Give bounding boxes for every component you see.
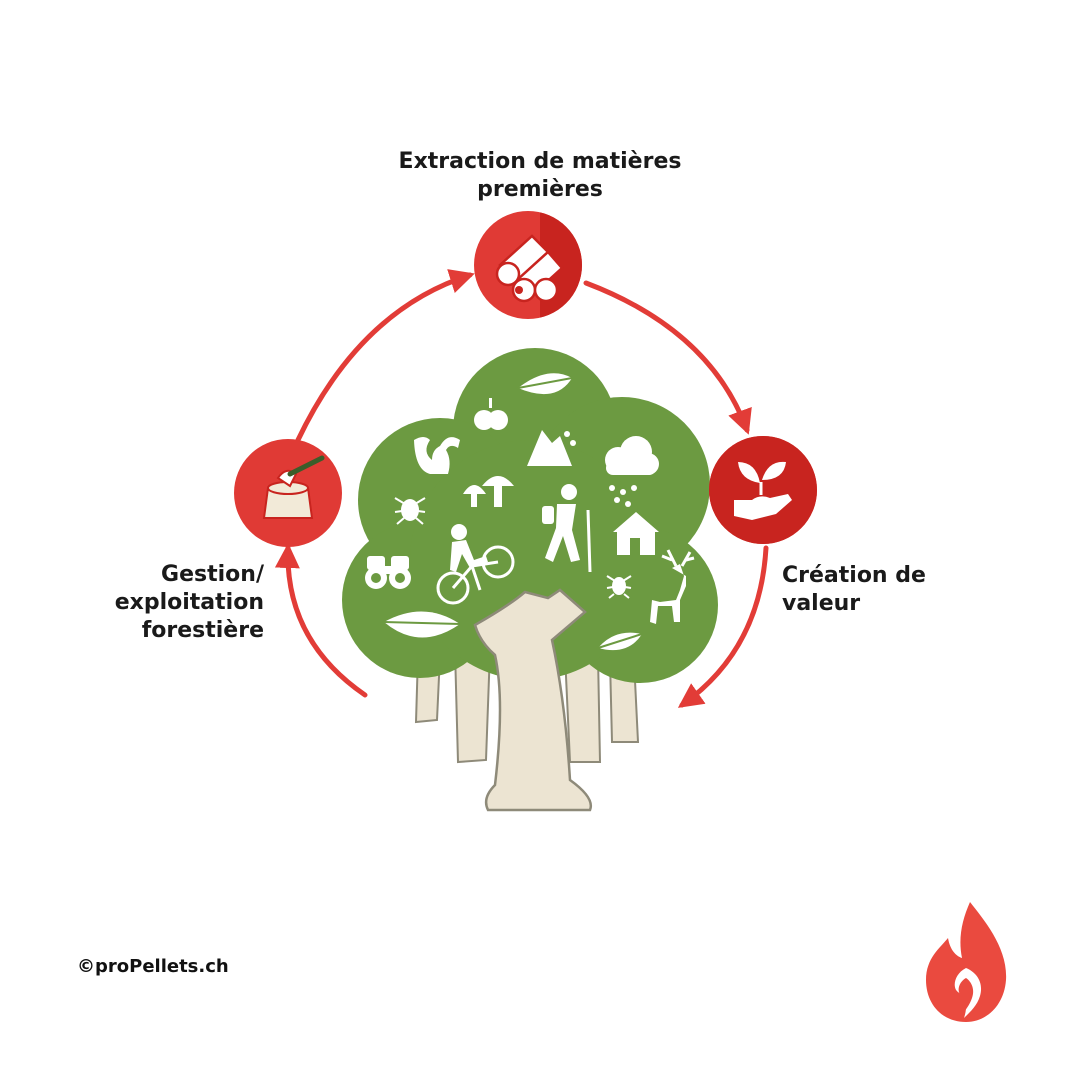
cycle-arrows — [274, 269, 769, 708]
log-pile-icon — [495, 234, 564, 303]
squirrel-icon — [414, 437, 460, 474]
tick-icon — [606, 575, 632, 599]
leaf-icon — [517, 373, 573, 395]
copyright-text: ©proPellets.ch — [77, 956, 229, 977]
arrow-right-to-bottom — [677, 545, 769, 708]
label-forest-management: Gestion/ exploitation forestière — [114, 562, 264, 643]
tree-trunk-main — [473, 588, 593, 812]
tick-icon — [394, 497, 426, 525]
deer-icon — [650, 549, 695, 624]
hiker-icon — [542, 484, 592, 573]
house-icon — [613, 512, 659, 555]
arrow-top-to-right — [583, 280, 752, 435]
node-raw-materials — [474, 211, 582, 319]
axe-in-stump-icon — [262, 455, 325, 519]
rain-cloud-icon — [605, 436, 659, 507]
seedling-in-hand-icon — [734, 461, 792, 520]
arrow-bottom-to-left — [274, 543, 368, 698]
flame-logo-icon — [926, 902, 1007, 1022]
apple-icon — [474, 398, 508, 430]
leaf-icon — [383, 611, 461, 638]
mushroom-icon — [463, 476, 514, 507]
label-raw-materials: Extraction de matières premières — [398, 149, 682, 202]
mountain-icon — [527, 430, 576, 466]
label-value-creation: Création de valeur — [782, 563, 926, 616]
cyclist-icon — [436, 524, 515, 605]
canopy-icons — [365, 373, 695, 651]
leaf-icon — [597, 632, 643, 651]
arrow-left-to-top — [295, 269, 475, 443]
node-forest-management — [234, 439, 342, 547]
node-value-creation — [709, 436, 817, 544]
binoculars-icon — [365, 556, 411, 589]
